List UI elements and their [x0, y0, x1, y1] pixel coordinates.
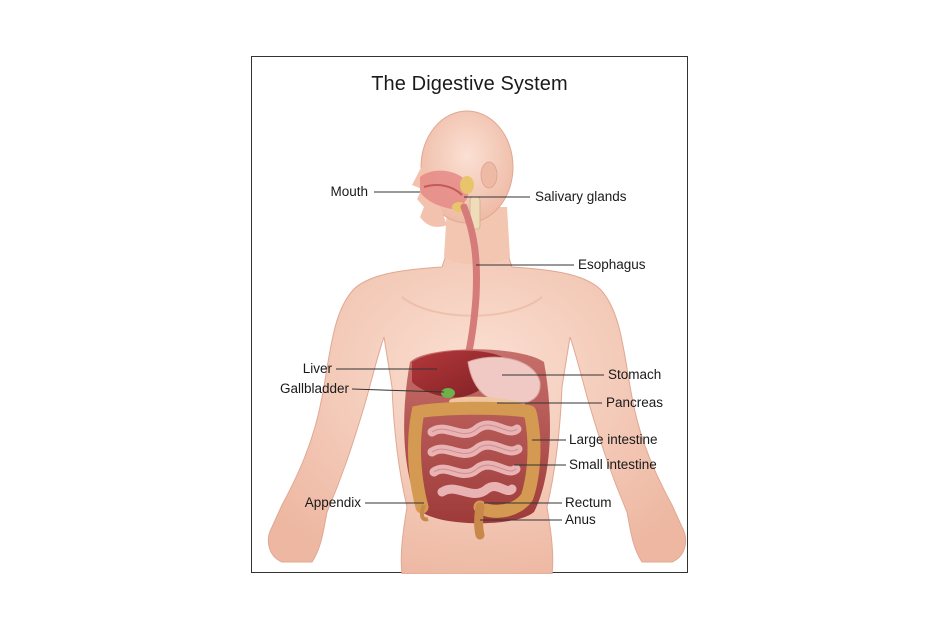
diagram-frame: The Digestive System	[251, 56, 688, 574]
label-anus: Anus	[565, 512, 596, 527]
label-stomach: Stomach	[608, 367, 662, 382]
leader-lines	[336, 191, 604, 521]
label-small-intestine: Small intestine	[569, 457, 657, 472]
diagram-title: The Digestive System	[371, 73, 568, 95]
appendix-organ	[419, 504, 429, 522]
label-pancreas: Pancreas	[606, 395, 664, 410]
label-gallbladder: Gallbladder	[279, 381, 349, 396]
label-liver: Liver	[302, 361, 332, 376]
label-esophagus: Esophagus	[578, 257, 646, 272]
label-salivary-glands: Salivary glands	[535, 189, 627, 204]
rectum-organ	[474, 502, 485, 540]
label-appendix: Appendix	[304, 495, 361, 510]
label-large-intestine: Large intestine	[569, 432, 658, 447]
label-rectum: Rectum	[565, 495, 612, 510]
esophagus-tube	[460, 203, 480, 371]
gallbladder-organ	[441, 388, 455, 398]
stomach-organ	[467, 356, 541, 405]
small-intestine-organ	[427, 420, 523, 499]
body-illustration	[267, 110, 687, 574]
label-mouth: Mouth	[330, 184, 368, 199]
